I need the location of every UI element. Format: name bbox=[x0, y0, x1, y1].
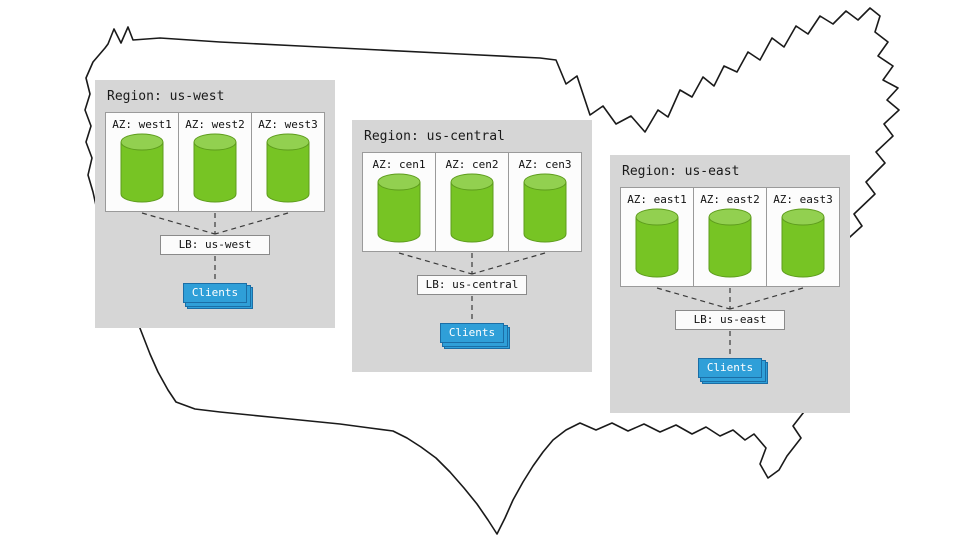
az-label: AZ: west1 bbox=[112, 118, 172, 131]
az-label: AZ: west2 bbox=[185, 118, 245, 131]
load-balancer-box: LB: us-west bbox=[160, 235, 270, 255]
az-cell: AZ: east1 bbox=[620, 187, 694, 287]
az-cell: AZ: cen3 bbox=[508, 152, 582, 252]
clients-label: Clients bbox=[183, 283, 247, 303]
region-title: Region: us-east bbox=[622, 164, 740, 179]
az-label: AZ: cen1 bbox=[372, 158, 426, 171]
region-us-central: Region: us-central AZ: cen1 AZ: cen2 AZ:… bbox=[352, 120, 592, 372]
load-balancer-box: LB: us-central bbox=[417, 275, 527, 295]
region-title: Region: us-west bbox=[107, 89, 225, 104]
database-cylinder-icon bbox=[193, 133, 237, 203]
database-cylinder-icon bbox=[708, 208, 752, 278]
az-label: AZ: cen2 bbox=[445, 158, 499, 171]
database-cylinder-icon bbox=[266, 133, 310, 203]
clients-stack: Clients bbox=[440, 323, 510, 349]
az-cell: AZ: west2 bbox=[178, 112, 252, 212]
database-cylinder-icon bbox=[523, 173, 567, 243]
az-cell: AZ: cen2 bbox=[435, 152, 509, 252]
clients-stack: Clients bbox=[183, 283, 253, 309]
load-balancer-box: LB: us-east bbox=[675, 310, 785, 330]
az-label: AZ: east1 bbox=[627, 193, 687, 206]
region-us-west: Region: us-west AZ: west1 AZ: west2 AZ: … bbox=[95, 80, 335, 328]
clients-label: Clients bbox=[698, 358, 762, 378]
database-cylinder-icon bbox=[781, 208, 825, 278]
az-row: AZ: cen1 AZ: cen2 AZ: cen3 bbox=[362, 152, 582, 252]
database-cylinder-icon bbox=[635, 208, 679, 278]
database-cylinder-icon bbox=[450, 173, 494, 243]
az-row: AZ: west1 AZ: west2 AZ: west3 bbox=[105, 112, 325, 212]
az-label: AZ: east2 bbox=[700, 193, 760, 206]
az-row: AZ: east1 AZ: east2 AZ: east3 bbox=[620, 187, 840, 287]
az-label: AZ: east3 bbox=[773, 193, 833, 206]
clients-stack: Clients bbox=[698, 358, 768, 384]
az-cell: AZ: east3 bbox=[766, 187, 840, 287]
az-cell: AZ: east2 bbox=[693, 187, 767, 287]
az-cell: AZ: west1 bbox=[105, 112, 179, 212]
region-us-east: Region: us-east AZ: east1 AZ: east2 AZ: … bbox=[610, 155, 850, 413]
region-title: Region: us-central bbox=[364, 129, 505, 144]
database-cylinder-icon bbox=[377, 173, 421, 243]
az-cell: AZ: cen1 bbox=[362, 152, 436, 252]
clients-label: Clients bbox=[440, 323, 504, 343]
database-cylinder-icon bbox=[120, 133, 164, 203]
az-cell: AZ: west3 bbox=[251, 112, 325, 212]
az-label: AZ: west3 bbox=[258, 118, 318, 131]
az-label: AZ: cen3 bbox=[518, 158, 572, 171]
